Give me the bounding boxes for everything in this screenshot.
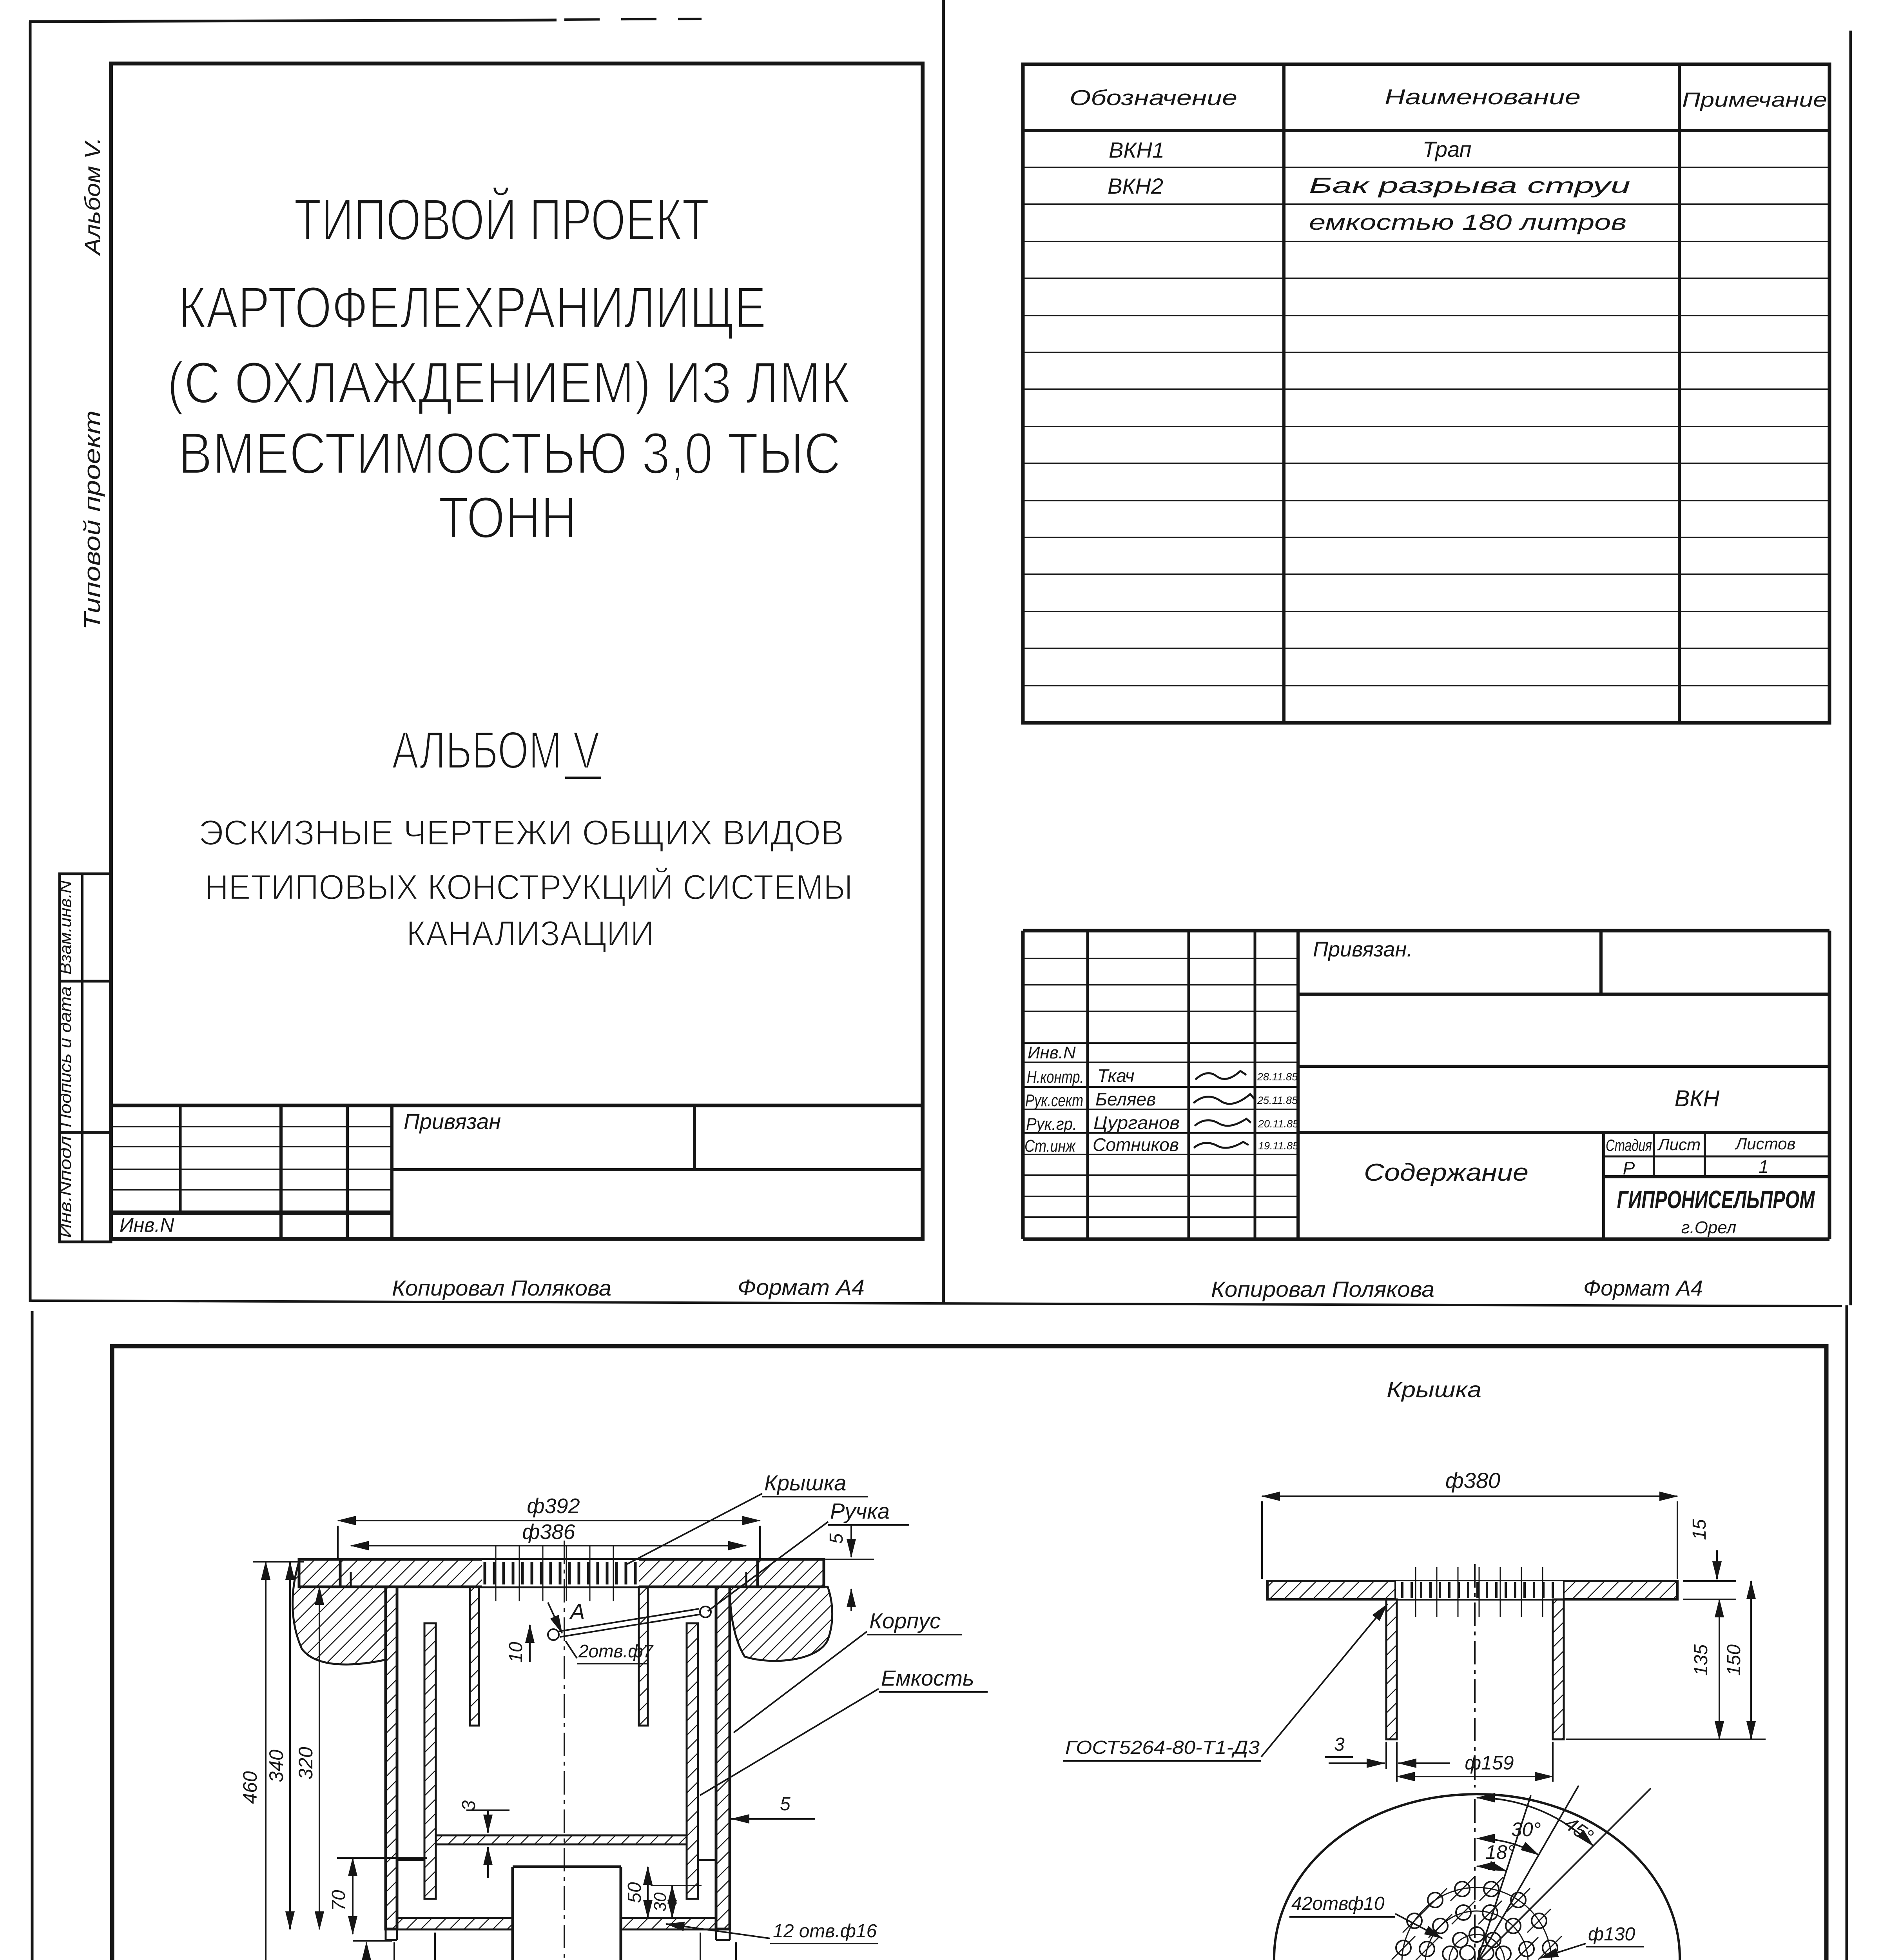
svg-text:70: 70 bbox=[328, 1890, 349, 1911]
svg-text:2отв.ф7: 2отв.ф7 bbox=[578, 1641, 654, 1661]
svg-text:ГОСТ5264-80-Т1-Д3: ГОСТ5264-80-Т1-Д3 bbox=[1065, 1737, 1260, 1758]
svg-text:(С ОХЛАЖДЕНИЕМ) ИЗ ЛМК: (С ОХЛАЖДЕНИЕМ) ИЗ ЛМК bbox=[167, 350, 850, 416]
svg-text:Н.контр.: Н.контр. bbox=[1027, 1067, 1084, 1087]
svg-text:Бак разрыва струи: Бак разрыва струи bbox=[1309, 173, 1630, 198]
svg-text:КАРТОФЕЛЕХРАНИЛИЩЕ: КАРТОФЕЛЕХРАНИЛИЩЕ bbox=[178, 274, 766, 340]
svg-text:Цурганов: Цурганов bbox=[1093, 1112, 1180, 1133]
svg-text:18°: 18° bbox=[1485, 1841, 1515, 1863]
svg-text:г.Орел: г.Орел bbox=[1681, 1218, 1736, 1237]
svg-text:ф159: ф159 bbox=[1465, 1752, 1514, 1774]
svg-text:5: 5 bbox=[780, 1794, 791, 1815]
svg-text:3: 3 bbox=[1334, 1734, 1345, 1755]
svg-text:ТОНН: ТОНН bbox=[439, 485, 577, 550]
svg-text:Рук.сект: Рук.сект bbox=[1025, 1091, 1083, 1110]
svg-text:Ст.инж: Ст.инж bbox=[1024, 1136, 1076, 1156]
svg-text:28.11.85: 28.11.85 bbox=[1257, 1071, 1298, 1083]
svg-text:Формат А4: Формат А4 bbox=[738, 1275, 865, 1299]
svg-text:150: 150 bbox=[1724, 1644, 1744, 1676]
svg-text:460: 460 bbox=[239, 1771, 261, 1804]
svg-text:КАНАЛИЗАЦИИ: КАНАЛИЗАЦИИ bbox=[406, 914, 654, 953]
svg-text:ТИПОВОЙ ПРОЕКТ: ТИПОВОЙ ПРОЕКТ bbox=[294, 187, 709, 252]
svg-text:Копировал Полякова: Копировал Полякова bbox=[392, 1276, 611, 1300]
svg-text:340: 340 bbox=[265, 1749, 287, 1782]
svg-text:Корпус: Корпус bbox=[869, 1608, 941, 1633]
svg-text:Емкость: Емкость bbox=[881, 1666, 974, 1690]
svg-text:Рук.гр.: Рук.гр. bbox=[1026, 1114, 1077, 1134]
svg-text:Формат А4: Формат А4 bbox=[1583, 1276, 1703, 1300]
svg-text:30: 30 bbox=[651, 1892, 670, 1911]
svg-text:15: 15 bbox=[1689, 1519, 1710, 1540]
svg-text:Инв.Nподл: Инв.Nподл bbox=[56, 1136, 74, 1238]
svg-text:Беляев: Беляев bbox=[1095, 1089, 1156, 1109]
svg-text:ВКН: ВКН bbox=[1675, 1086, 1720, 1111]
svg-text:ВКН2: ВКН2 bbox=[1108, 174, 1163, 198]
svg-text:АЛЬБОМ V: АЛЬБОМ V bbox=[392, 720, 600, 780]
svg-text:Взам.инв.N: Взам.инв.N bbox=[56, 880, 74, 975]
svg-text:19.11.85: 19.11.85 bbox=[1258, 1140, 1299, 1152]
svg-text:50: 50 bbox=[624, 1882, 645, 1903]
svg-text:ф380: ф380 bbox=[1445, 1468, 1500, 1493]
svg-text:Подпись и дата: Подпись и дата bbox=[56, 986, 74, 1127]
svg-text:45°: 45° bbox=[1561, 1812, 1597, 1847]
svg-text:Трап: Трап bbox=[1423, 137, 1472, 162]
svg-text:Альбом V.: Альбом V. bbox=[80, 137, 105, 256]
svg-text:Привязан: Привязан bbox=[404, 1109, 501, 1134]
svg-text:ГИПРОНИСЕЛЬПРОМ: ГИПРОНИСЕЛЬПРОМ bbox=[1617, 1185, 1815, 1214]
svg-text:Крышка: Крышка bbox=[1387, 1377, 1481, 1402]
svg-text:Р: Р bbox=[1623, 1158, 1635, 1178]
svg-text:Инв.N: Инв.N bbox=[1028, 1043, 1076, 1062]
svg-text:ф392: ф392 bbox=[527, 1494, 580, 1518]
svg-text:ВКН1: ВКН1 bbox=[1109, 138, 1164, 162]
svg-text:12 отв.ф16: 12 отв.ф16 bbox=[773, 1921, 877, 1942]
svg-text:25.11.85: 25.11.85 bbox=[1257, 1094, 1298, 1106]
svg-text:Обозначение: Обозначение bbox=[1070, 85, 1237, 110]
svg-text:10: 10 bbox=[506, 1642, 526, 1663]
svg-text:30°: 30° bbox=[1511, 1818, 1541, 1840]
svg-text:Стадия: Стадия bbox=[1606, 1136, 1652, 1154]
svg-text:Ручка: Ручка bbox=[830, 1499, 890, 1523]
svg-text:емкостью 180 литров: емкостью 180 литров bbox=[1309, 210, 1626, 234]
svg-text:ф386: ф386 bbox=[522, 1520, 575, 1544]
svg-text:Ткач: Ткач bbox=[1097, 1065, 1135, 1086]
svg-text:Лист: Лист bbox=[1657, 1135, 1701, 1154]
svg-text:5: 5 bbox=[826, 1533, 847, 1544]
svg-text:ф130: ф130 bbox=[1588, 1924, 1635, 1945]
svg-text:Примечание: Примечание bbox=[1682, 89, 1827, 111]
svg-text:А: А bbox=[569, 1599, 585, 1624]
svg-text:20.11.85: 20.11.85 bbox=[1258, 1118, 1299, 1130]
svg-text:ВМЕСТИМОСТЬЮ 3,0 ТЫС: ВМЕСТИМОСТЬЮ 3,0 ТЫС bbox=[178, 420, 841, 486]
svg-text:Инв.N: Инв.N bbox=[120, 1214, 174, 1236]
svg-text:Крышка: Крышка bbox=[764, 1470, 846, 1495]
svg-text:Сотников: Сотников bbox=[1093, 1134, 1179, 1155]
svg-text:Наименование: Наименование bbox=[1385, 85, 1581, 109]
svg-text:42отвф10: 42отвф10 bbox=[1291, 1893, 1385, 1914]
svg-text:Листов: Листов bbox=[1735, 1134, 1796, 1153]
svg-text:135: 135 bbox=[1691, 1644, 1712, 1676]
svg-text:Содержание: Содержание bbox=[1364, 1159, 1528, 1186]
svg-text:Копировал Полякова: Копировал Полякова bbox=[1211, 1277, 1434, 1301]
svg-text:ЭСКИЗНЫЕ ЧЕРТЕЖИ ОБЩИХ ВИДОВ: ЭСКИЗНЫЕ ЧЕРТЕЖИ ОБЩИХ ВИДОВ bbox=[199, 813, 844, 853]
svg-text:Типовой проект: Типовой проект bbox=[80, 410, 105, 630]
svg-text:1: 1 bbox=[1759, 1156, 1769, 1177]
svg-text:Привязан.: Привязан. bbox=[1313, 938, 1412, 961]
svg-text:3: 3 bbox=[459, 1800, 479, 1811]
svg-text:НЕТИПОВЫХ КОНСТРУКЦИЙ СИСТЕМЫ: НЕТИПОВЫХ КОНСТРУКЦИЙ СИСТЕМЫ bbox=[205, 867, 853, 907]
svg-text:320: 320 bbox=[295, 1747, 317, 1780]
